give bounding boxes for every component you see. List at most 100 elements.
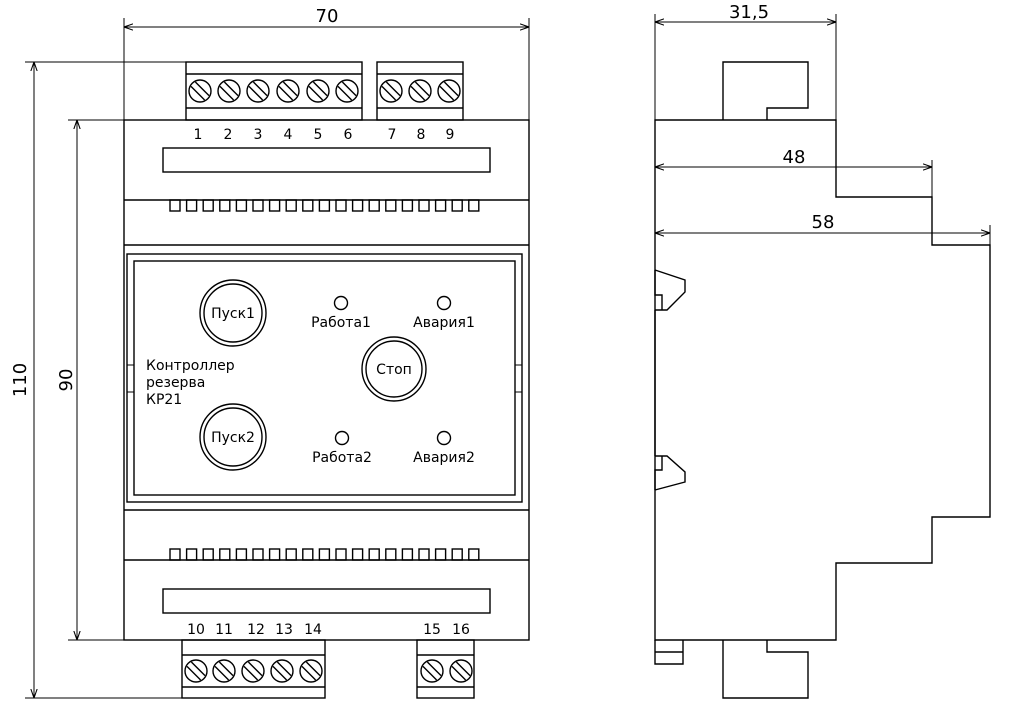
bottom-terminal-numbers: 10 11 12 13 14 15 16 xyxy=(187,622,470,638)
vent-slot xyxy=(385,199,397,212)
start1-button-label: Пуск1 xyxy=(211,306,255,322)
terminal-screw-icon xyxy=(420,659,444,683)
vent-slot xyxy=(451,199,463,212)
vent-slot xyxy=(202,199,214,212)
vent-slot xyxy=(335,199,347,212)
top-terminal-block-1 xyxy=(185,61,363,121)
led-alarm1-label: Авария1 xyxy=(413,315,475,331)
vent-slot xyxy=(185,199,198,212)
terminal-number: 16 xyxy=(452,622,470,638)
terminal-number: 2 xyxy=(224,127,233,143)
terminal-screw-icon xyxy=(246,79,270,103)
terminal-screw-icon xyxy=(449,659,473,683)
vent-slot xyxy=(252,548,264,561)
led-alarm2: Авария2 xyxy=(413,430,475,466)
front-panel-inner xyxy=(133,260,516,496)
side-top-terminal xyxy=(722,61,809,120)
vent-slot xyxy=(418,548,430,561)
top-terminal-block-2 xyxy=(376,61,464,121)
vent-slot xyxy=(468,548,480,561)
vent-slot xyxy=(418,199,430,212)
vent-slot xyxy=(468,199,480,212)
vent-slot xyxy=(268,199,281,212)
vent-slot xyxy=(335,548,347,561)
side-dimensions: 31,5 48 58 xyxy=(654,2,991,245)
dimension-side-top: 31,5 xyxy=(729,2,769,23)
terminal-number: 15 xyxy=(423,622,441,638)
top-label-window xyxy=(162,147,491,173)
vent-slot xyxy=(368,199,380,212)
vent-slot xyxy=(351,199,364,212)
vent-slot xyxy=(302,199,314,212)
terminal-screw-icon xyxy=(241,659,265,683)
start2-button: Пуск2 xyxy=(199,403,267,471)
bottom-vent-slots xyxy=(169,548,480,561)
top-vent-slots xyxy=(169,199,480,212)
terminal-number: 7 xyxy=(388,127,397,143)
dimension-total-height: 110 xyxy=(10,363,31,397)
vent-slot xyxy=(285,548,297,561)
vent-slot xyxy=(451,548,463,561)
terminal-screw-icon xyxy=(437,79,461,103)
side-body-outline xyxy=(654,119,991,641)
terminal-number: 9 xyxy=(446,127,455,143)
top-terminal-numbers: 1 2 3 4 5 6 7 8 9 xyxy=(194,127,455,143)
device-name-line: резерва xyxy=(146,375,205,391)
terminal-screw-icon xyxy=(212,659,236,683)
device-name: Контроллер резерва КР21 xyxy=(146,358,235,408)
front-panel-outer xyxy=(126,253,523,503)
terminal-screw-icon xyxy=(408,79,432,103)
terminal-screw-icon xyxy=(335,79,359,103)
vent-slot xyxy=(401,199,414,212)
vent-slot xyxy=(219,199,231,212)
dimension-side-full: 58 xyxy=(812,212,835,233)
vent-slot xyxy=(185,548,198,561)
vent-slot xyxy=(302,548,314,561)
led-alarm1: Авария1 xyxy=(413,295,475,331)
terminal-screw-icon xyxy=(306,79,330,103)
bottom-terminal-screws xyxy=(184,659,473,683)
vent-slot xyxy=(434,548,447,561)
terminal-screw-icon xyxy=(276,79,300,103)
vent-slot xyxy=(385,548,397,561)
terminal-number: 8 xyxy=(417,127,426,143)
terminal-number: 11 xyxy=(215,622,233,638)
vent-slot xyxy=(318,548,331,561)
side-din-groove xyxy=(654,269,686,311)
vent-slot xyxy=(169,199,181,212)
led-work2-label: Работа2 xyxy=(312,450,372,466)
top-terminal-screws xyxy=(188,79,461,103)
terminal-screw-icon xyxy=(188,79,212,103)
side-view xyxy=(654,61,991,699)
start1-button: Пуск1 xyxy=(199,279,267,347)
device-name-line: Контроллер xyxy=(146,358,235,374)
bottom-terminal-block-2 xyxy=(416,639,475,699)
vent-slot xyxy=(235,199,248,212)
vent-slot xyxy=(368,548,380,561)
vent-slot xyxy=(169,548,181,561)
vent-slot xyxy=(268,548,281,561)
led-alarm2-label: Авария2 xyxy=(413,450,475,466)
dimension-side-middle: 48 xyxy=(783,147,806,168)
vent-slot xyxy=(202,548,214,561)
start2-button-label: Пуск2 xyxy=(211,430,255,446)
stop-button: Стоп xyxy=(361,336,427,402)
bottom-terminal-block-1 xyxy=(181,639,326,699)
vent-slot xyxy=(252,199,264,212)
terminal-number: 1 xyxy=(194,127,203,143)
terminal-screw-icon xyxy=(299,659,323,683)
led-work1: Работа1 xyxy=(311,295,371,331)
bottom-label-window xyxy=(162,588,491,614)
vent-slot xyxy=(285,199,297,212)
terminal-number: 3 xyxy=(254,127,263,143)
terminal-number: 12 xyxy=(247,622,265,638)
terminal-number: 6 xyxy=(344,127,353,143)
front-view: 1 2 3 4 5 6 7 8 9 10 11 12 13 14 15 16 xyxy=(123,61,530,699)
terminal-number: 4 xyxy=(284,127,293,143)
terminal-number: 10 xyxy=(187,622,205,638)
dimension-body-height: 90 xyxy=(56,369,77,392)
device-name-line: КР21 xyxy=(146,392,182,408)
terminal-screw-icon xyxy=(379,79,403,103)
led-work1-label: Работа1 xyxy=(311,315,371,331)
